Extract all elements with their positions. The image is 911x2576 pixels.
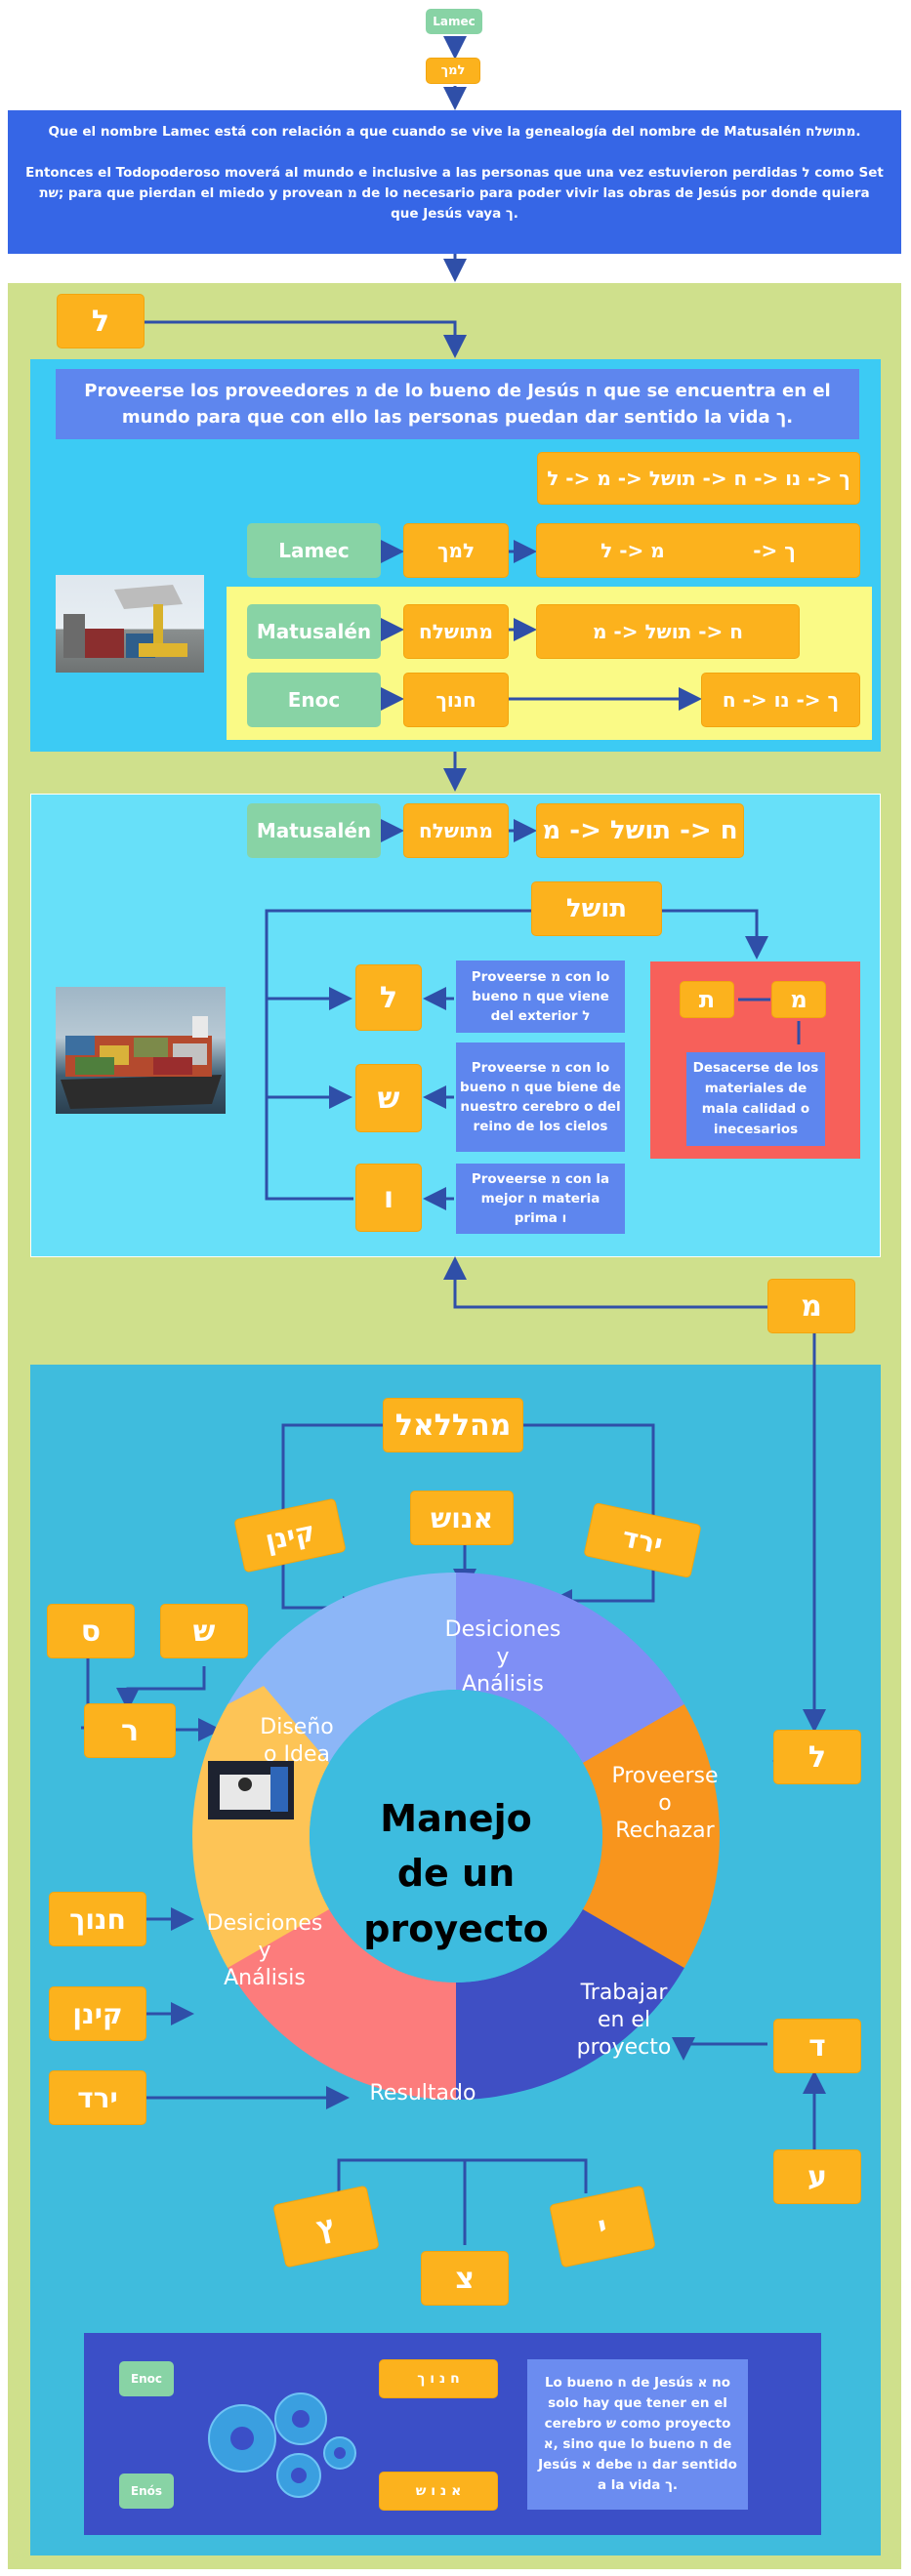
section1-title: Proveerse los proveedores מ de lo bueno …	[56, 369, 859, 439]
red-mem-box: מ	[771, 981, 826, 1018]
seg-bottom-ring	[228, 1909, 456, 2100]
row-lamec-hebrew: למך	[403, 523, 509, 578]
seg-right-l1: Proveerse	[611, 1764, 718, 1788]
seg-top-l3: Análisis	[462, 1672, 544, 1697]
seg-bottom-right-l2: en el	[598, 2008, 650, 2032]
hanoch-spaced-box: ח נ ו ך	[379, 2359, 498, 2398]
pianist-photo	[208, 1761, 294, 1820]
sec2-matusalen-hebrew: מתושלח	[403, 803, 509, 858]
seg-left-l3: Análisis	[224, 1966, 306, 1990]
gears-image	[184, 2360, 359, 2516]
seg-top-l2: y	[496, 1645, 509, 1669]
seg-top-left-l1: Diseño	[260, 1715, 333, 1739]
row-matusalen-name: Matusalén	[247, 604, 381, 659]
ayin-box: ע	[773, 2149, 861, 2204]
row-enoc-hebrew: חנוך	[403, 673, 509, 727]
section1-lamed-box: ל	[57, 294, 145, 348]
seg-bottom-right-l1: Trabajar	[580, 1981, 669, 2005]
project-cycle-diagram: Manejo de un proyecto Desiciones y Análi…	[191, 1573, 720, 2106]
seg-left-l1: Desiciones	[207, 1911, 323, 1936]
seg-bottom-right-l3: proyecto	[577, 2035, 672, 2060]
seg-right-l3: Rechazar	[615, 1819, 715, 1843]
cycle-center-line1: Manejo	[380, 1797, 531, 1840]
container-ship-image	[56, 987, 226, 1114]
letter-lamed-box: ל	[355, 964, 422, 1031]
resh-box: ר	[84, 1703, 176, 1758]
tushel-box: תושל	[531, 881, 662, 936]
sec2-chain: ח <- תושל <- מ	[536, 803, 744, 858]
top-lamec-box: Lamec	[426, 9, 482, 34]
row-matusalen-chain: ח <- תושל <- מ	[536, 604, 800, 659]
section1-chain-full: ך <- נו <- ח <- תושל <- מ <- ל	[537, 452, 860, 505]
cycle-center-line2: de un	[397, 1852, 515, 1895]
seg-top-ring	[456, 1573, 684, 1763]
seg-right-l2: o	[658, 1791, 671, 1816]
row-enoc-name: Enoc	[247, 673, 381, 727]
top-lamec-hebrew-box: למך	[426, 58, 480, 84]
seg-left-l2: y	[258, 1939, 270, 1963]
row-matusalen-hebrew: מתושלח	[403, 604, 509, 659]
intro-paragraph-1: Que el nombre Lamec está con relación a …	[48, 124, 861, 140]
shin-box: ש	[160, 1604, 248, 1658]
row-lamec-chain: ך <- מ <- ל	[536, 523, 860, 578]
intro-box: Que el nombre Lamec está con relación a …	[8, 110, 901, 254]
seg-left-ring	[191, 1686, 330, 1968]
seg-top-l1: Desiciones	[445, 1617, 561, 1642]
seg-bottom-right-ring	[422, 1909, 684, 2100]
port-crane-image	[56, 575, 204, 673]
enosh-box: אנוש	[410, 1491, 514, 1545]
middle-mem-box: מ	[767, 1279, 855, 1333]
desc-shin: Proveerse מ con lo bueno ח que biene de …	[456, 1043, 625, 1152]
cycle-center	[310, 1690, 602, 1983]
seg-bottom-l1: Resultado	[370, 2081, 476, 2106]
letter-vav-box: ו	[355, 1164, 422, 1232]
intro-paragraph-2: Entonces el Todopoderoso moverá al mundo…	[25, 165, 884, 222]
yered-left-box: ירד	[49, 2070, 146, 2125]
samekh-box: ס	[47, 1604, 135, 1658]
seg-top-left-ring	[228, 1573, 490, 1763]
tsade-box: צ	[421, 2251, 509, 2306]
desacerse-box: Desacerse de los materiales de mala cali…	[686, 1052, 825, 1146]
mahalalel-box: מהללאל	[383, 1398, 523, 1452]
lamed-right-box: ל	[773, 1730, 861, 1784]
desc-vav: Proveerse מ con la mejor ח materia prima…	[456, 1164, 625, 1234]
red-tav-box: ת	[680, 981, 734, 1018]
cycle-center-line3: proyecto	[363, 1907, 548, 1950]
enos-label: Enós	[119, 2474, 174, 2509]
letter-shin-box: ש	[355, 1064, 422, 1132]
kenan-left-box: קינן	[49, 1986, 146, 2041]
seg-right-ring	[582, 1704, 720, 1986]
desc-lamed: Proveerse מ con lo bueno ח que viene del…	[456, 961, 625, 1033]
hanoch-box: חנוך	[49, 1892, 146, 1946]
sec2-matusalen-name: Matusalén	[247, 803, 381, 858]
enosh-spaced-box: א נ ו ש	[379, 2472, 498, 2511]
enoc-label: Enoc	[119, 2361, 174, 2396]
row-lamec-name: Lamec	[247, 523, 381, 578]
bottom-text-box: Lo bueno ח de Jesús א no solo hay que te…	[527, 2359, 748, 2510]
dalet-box: ד	[773, 2019, 861, 2073]
row-enoc-chain: ך <- נו <- ח	[701, 673, 860, 727]
